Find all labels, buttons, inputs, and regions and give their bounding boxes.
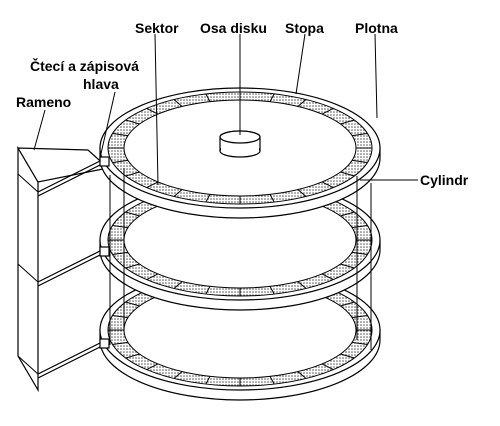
- sector-divider: [351, 341, 368, 345]
- sector-divider: [173, 281, 183, 289]
- sector-divider: [351, 159, 368, 163]
- sector-divider: [351, 225, 368, 229]
- sector-divider: [297, 99, 307, 107]
- label-head-line2: hlava: [83, 76, 119, 92]
- sector-divider: [321, 107, 334, 115]
- sector-divider: [340, 301, 355, 307]
- leader-platter: [374, 33, 378, 119]
- sector-divider: [351, 133, 368, 137]
- sector-divider: [269, 93, 275, 102]
- label-arm: Rameno: [16, 94, 71, 110]
- arm-3: [17, 338, 110, 379]
- label-head-line1: Čtecí a zápisová: [30, 57, 139, 74]
- sector-divider: [340, 263, 355, 269]
- read-write-head: [99, 338, 110, 349]
- sector-divider: [205, 286, 211, 295]
- sector-divider: [125, 353, 140, 359]
- sector-divider: [112, 341, 129, 345]
- sector-divider: [112, 251, 129, 255]
- sector-divider: [205, 194, 211, 203]
- sector-divider: [351, 251, 368, 255]
- read-write-arms: [17, 156, 110, 379]
- sector-divider: [125, 263, 140, 269]
- sector-divider: [269, 376, 275, 385]
- arm-1: [17, 156, 110, 197]
- sector-divider: [173, 371, 183, 379]
- sector-divider: [125, 301, 140, 307]
- sector-divider: [146, 273, 159, 281]
- sector-divider: [340, 211, 355, 217]
- sector-divider: [205, 376, 211, 385]
- sector-divider: [297, 189, 307, 197]
- platter-stack: [99, 87, 381, 401]
- sector-divider: [173, 99, 183, 107]
- sector-divider: [351, 315, 368, 319]
- leader-arm: [33, 109, 46, 151]
- sector-divider: [340, 119, 355, 125]
- sector-divider: [125, 119, 140, 125]
- leader-lines: [33, 33, 418, 186]
- arm-housing-front: [17, 145, 39, 393]
- sector-divider: [112, 315, 129, 319]
- read-write-head: [99, 156, 110, 167]
- leader-track: [295, 33, 306, 95]
- track-ring: [107, 183, 373, 297]
- sector-divider: [146, 363, 159, 371]
- sector-divider: [321, 181, 334, 189]
- leader-head: [99, 91, 116, 159]
- sector-divider: [112, 133, 129, 137]
- sector-divider: [205, 93, 211, 102]
- sector-divider: [269, 194, 275, 203]
- sector-divider: [173, 189, 183, 197]
- sector-divider: [340, 171, 355, 177]
- sector-divider: [321, 363, 334, 371]
- sector-divider: [297, 371, 307, 379]
- sector-divider: [340, 353, 355, 359]
- sector-divider: [112, 225, 129, 229]
- sector-divider: [321, 273, 334, 281]
- sector-divider: [125, 171, 140, 177]
- label-cylinder: Cylindr: [420, 172, 469, 188]
- arm-2: [17, 246, 110, 287]
- cylinder-lines: [109, 168, 372, 350]
- sector-divider: [112, 159, 129, 163]
- sector-divider: [146, 181, 159, 189]
- read-write-head: [99, 246, 110, 257]
- spindle: [219, 130, 261, 158]
- label-track: Stopa: [285, 20, 324, 36]
- sector-divider: [125, 211, 140, 217]
- label-axis: Osa disku: [200, 20, 267, 36]
- label-platter: Plotna: [355, 20, 398, 36]
- label-sector: Sektor: [135, 20, 179, 36]
- sector-divider: [297, 281, 307, 289]
- sector-divider: [269, 286, 275, 295]
- leader-sector: [154, 33, 159, 186]
